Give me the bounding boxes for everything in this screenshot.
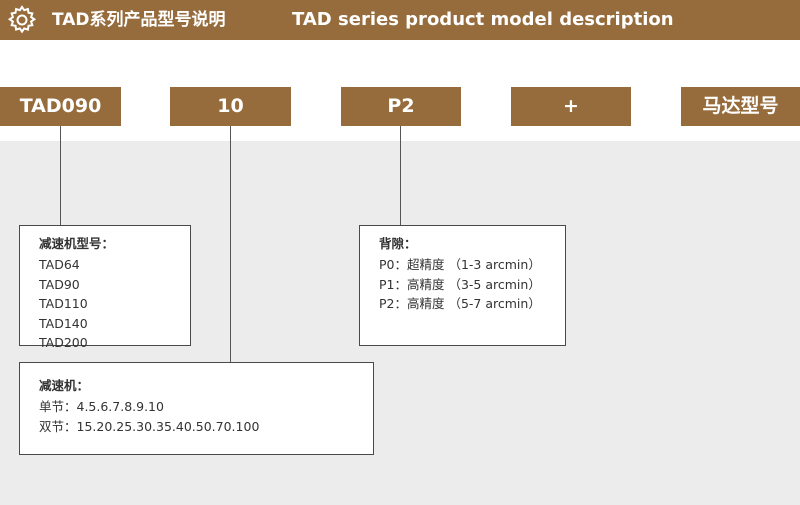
- ratio-title: 减速机：: [39, 378, 90, 393]
- frame-size-title: 减速机型号：: [39, 236, 115, 251]
- segment-plus: +: [511, 87, 631, 126]
- ratio-item: 单节：4.5.6.7.8.9.10: [39, 399, 164, 414]
- segment-model: TAD090: [0, 87, 121, 126]
- connector-line-backlash: [400, 126, 401, 226]
- segment-backlash: P2: [341, 87, 461, 126]
- segment-ratio: 10: [170, 87, 291, 126]
- segment-motor: 马达型号: [681, 87, 800, 126]
- frame-size-item: TAD200: [39, 335, 88, 350]
- header-bar: TAD系列产品型号说明 TAD series product model des…: [0, 0, 800, 40]
- frame-size-item: TAD64: [39, 257, 80, 272]
- frame-size-box: 减速机型号： TAD64 TAD90 TAD110 TAD140 TAD200: [19, 225, 191, 350]
- page-title-cn: TAD系列产品型号说明: [52, 10, 226, 30]
- gear-icon: [7, 5, 37, 34]
- frame-size-item: TAD110: [39, 296, 88, 311]
- backlash-item: P2：高精度 （5-7 arcmin）: [379, 296, 541, 311]
- ratio-item: 双节：15.20.25.30.35.40.50.70.100: [39, 418, 260, 434]
- ratio-box: 减速机： 单节：4.5.6.7.8.9.10 双节：15.20.25.30.35…: [19, 362, 374, 455]
- backlash-item: P0：超精度 （1-3 arcmin）: [379, 257, 541, 272]
- frame-size-item: TAD140: [39, 315, 88, 331]
- backlash-item: P1：高精度 （3-5 arcmin）: [379, 276, 541, 292]
- connector-line-ratio: [230, 126, 231, 362]
- connector-line-model: [60, 126, 61, 226]
- backlash-title: 背隙：: [379, 236, 417, 251]
- frame-size-item: TAD90: [39, 276, 80, 292]
- backlash-box: 背隙： P0：超精度 （1-3 arcmin） P1：高精度 （3-5 arcm…: [359, 225, 566, 346]
- page-title-en: TAD series product model description: [292, 9, 674, 30]
